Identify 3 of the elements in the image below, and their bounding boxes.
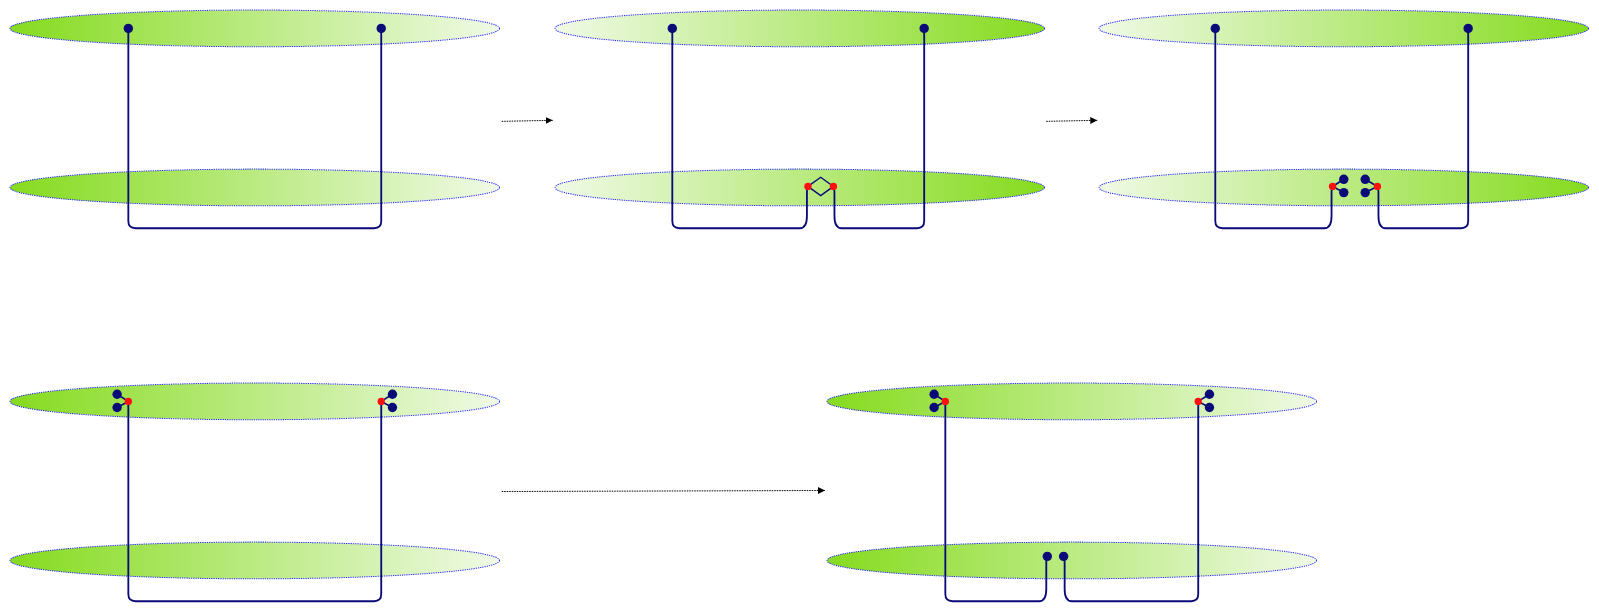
arrow <box>501 487 826 495</box>
arrow <box>501 116 554 124</box>
arrow <box>1045 116 1098 124</box>
